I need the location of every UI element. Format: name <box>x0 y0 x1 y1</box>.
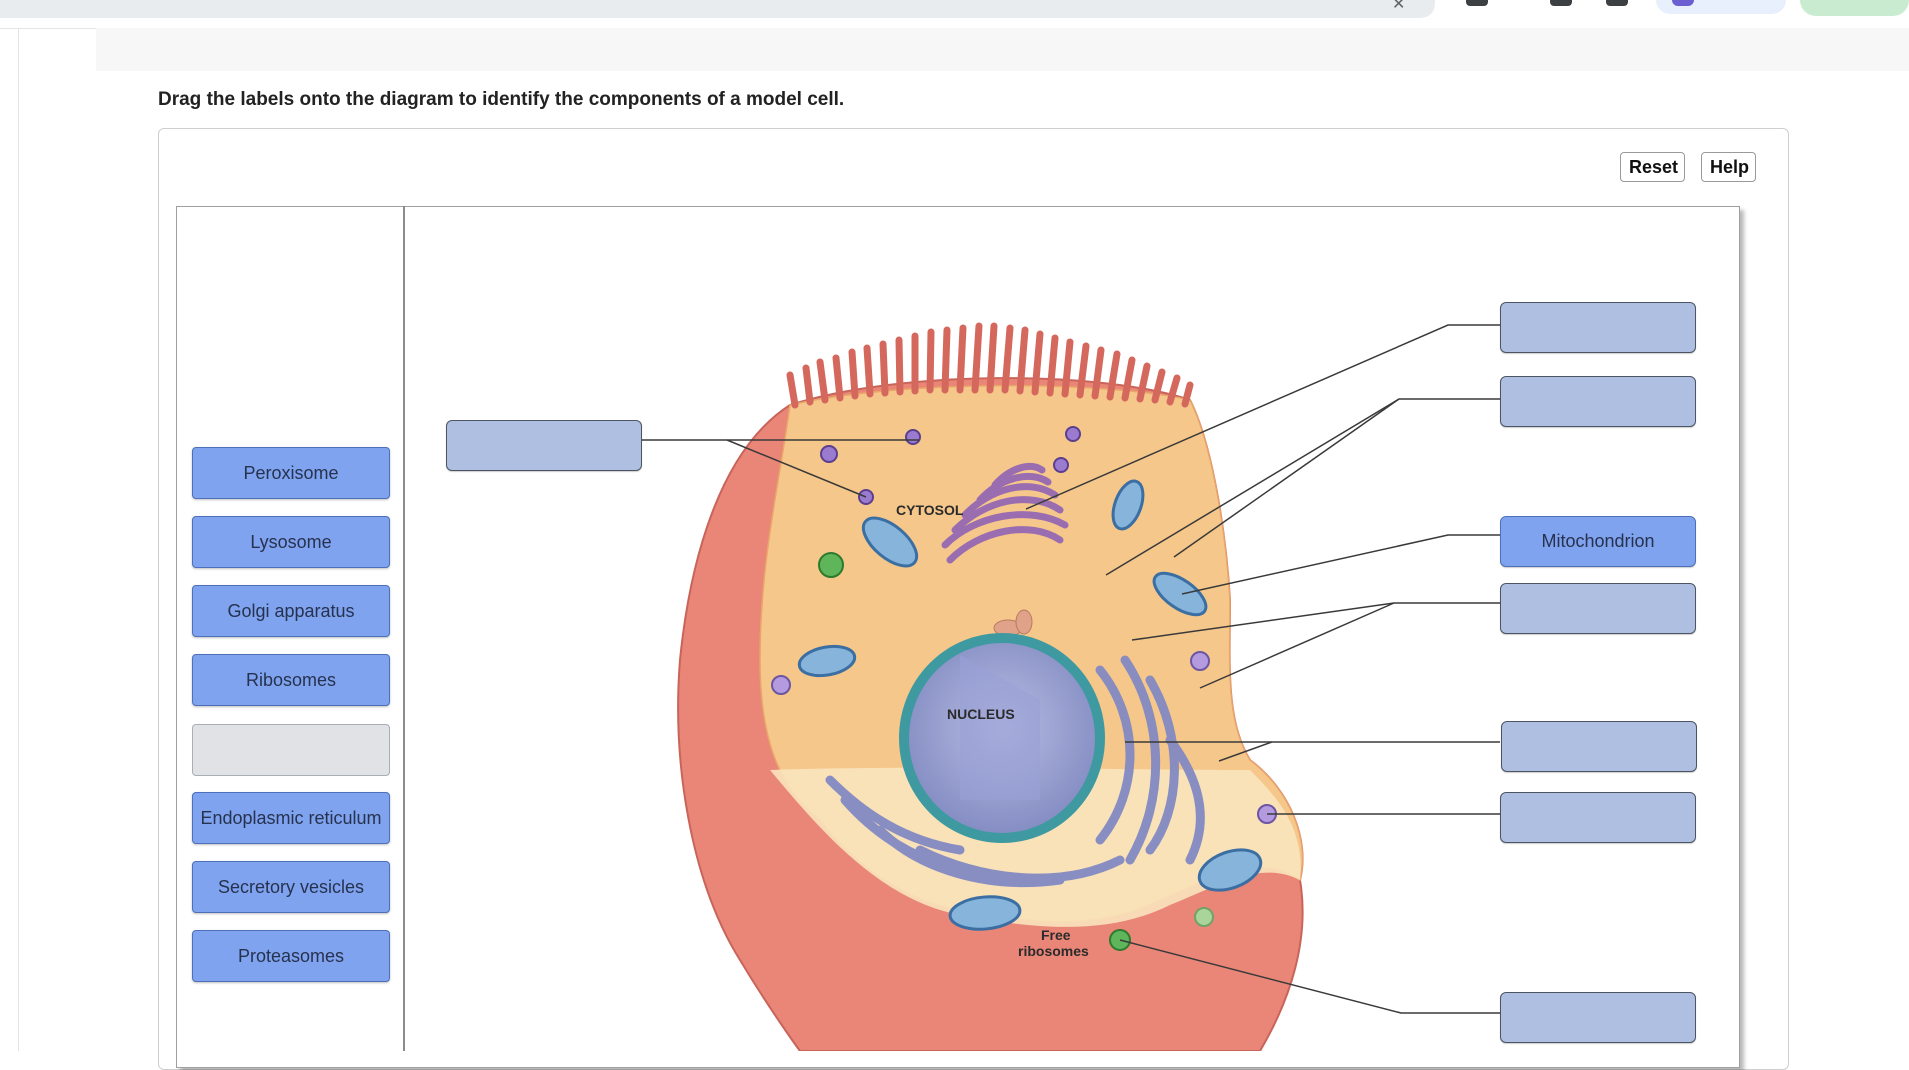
microvilli <box>786 322 1194 409</box>
extension-icon[interactable] <box>1606 0 1628 6</box>
address-bar[interactable]: ✕ <box>0 0 1435 18</box>
draggable-label-proteasomes[interactable]: Proteasomes <box>192 930 390 982</box>
cytosol-label: CYTOSOL <box>896 502 964 518</box>
reset-button[interactable]: Reset <box>1620 152 1685 182</box>
draggable-label-lysosome[interactable]: Lysosome <box>192 516 390 568</box>
drop-target-7[interactable] <box>1500 792 1696 843</box>
close-icon[interactable]: ✕ <box>1392 0 1406 13</box>
golgi-apparatus <box>941 463 1069 564</box>
free-ribosomes-label-line1: Free <box>1041 927 1071 943</box>
drop-target-1[interactable] <box>446 420 642 471</box>
draggable-label-secretory-vesicles[interactable]: Secretory vesicles <box>192 861 390 913</box>
browser-action-button[interactable] <box>1800 0 1909 16</box>
drop-target-5[interactable] <box>1500 583 1696 634</box>
draggable-label-peroxisome[interactable]: Peroxisome <box>192 447 390 499</box>
nucleus-label: NUCLEUS <box>947 706 1015 722</box>
empty-label-slot <box>192 724 390 776</box>
free-ribosomes-label-line2: ribosomes <box>1018 943 1089 959</box>
avatar[interactable] <box>1672 0 1694 6</box>
mitochondria <box>797 479 1263 931</box>
draggable-label-ribosomes[interactable]: Ribosomes <box>192 654 390 706</box>
extension-icon[interactable] <box>1550 0 1572 6</box>
browser-toolbar: ✕ <box>0 0 1909 29</box>
help-button[interactable]: Help <box>1701 152 1756 182</box>
page-left-border <box>18 28 19 1051</box>
drop-target-8[interactable] <box>1500 992 1696 1043</box>
leader-lines <box>641 324 1500 1014</box>
vesicles <box>771 426 1277 951</box>
instruction-text: Drag the labels onto the diagram to iden… <box>158 89 845 110</box>
rough-er <box>825 655 1205 887</box>
drop-target-6[interactable] <box>1501 721 1697 772</box>
drop-target-mitochondrion[interactable]: Mitochondrion <box>1500 516 1696 567</box>
label-bank-divider <box>403 206 405 1051</box>
extension-icon[interactable] <box>1466 0 1488 6</box>
draggable-label-endoplasmic-reticulum[interactable]: Endoplasmic reticulum <box>192 792 390 844</box>
drop-target-3[interactable] <box>1500 376 1696 427</box>
drop-target-2[interactable] <box>1500 302 1696 353</box>
draggable-label-golgi-apparatus[interactable]: Golgi apparatus <box>192 585 390 637</box>
page-header-band <box>96 28 1909 71</box>
